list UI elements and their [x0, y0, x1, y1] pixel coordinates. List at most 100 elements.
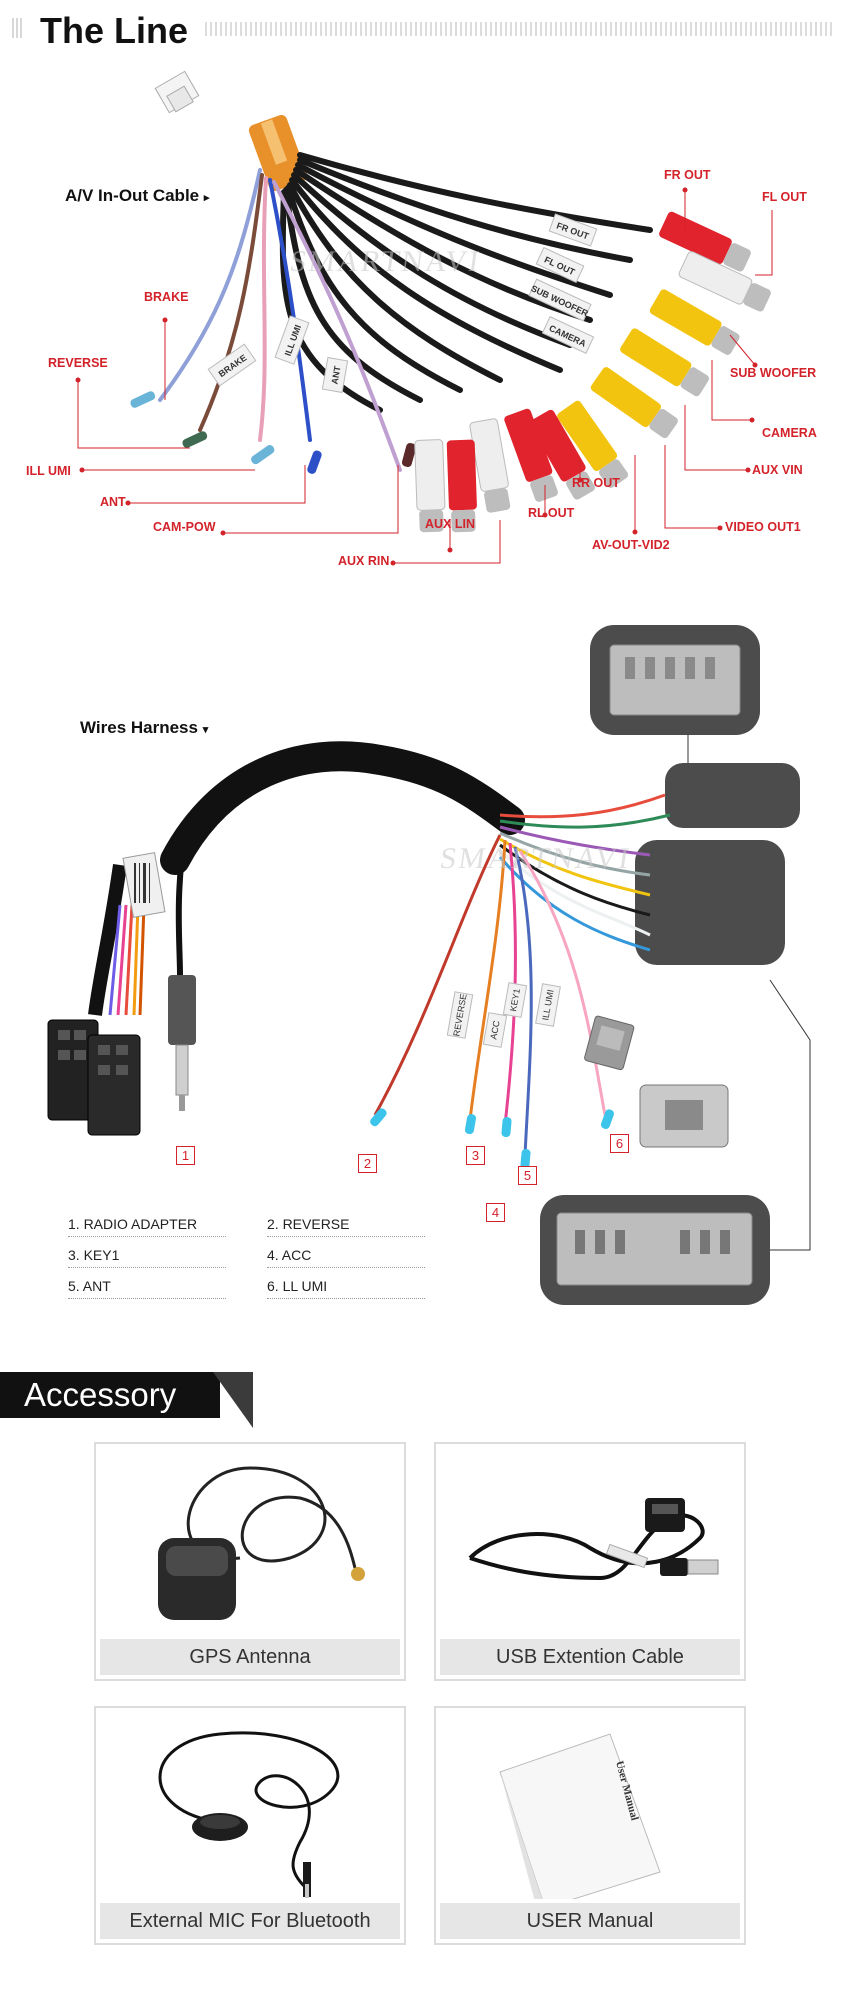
av-connector-plug: [154, 70, 200, 114]
card-caption: USER Manual: [440, 1903, 740, 1939]
leader-auxrin: [393, 520, 501, 564]
tag-reverse: REVERSE: [446, 991, 474, 1039]
av-cable-section-label: A/V In-Out Cable ▸: [65, 186, 210, 205]
number-box-4: 4: [486, 1203, 505, 1222]
rca-fr-out: [659, 211, 751, 272]
ill-tip: [251, 445, 275, 465]
number-box-3: 3: [466, 1146, 485, 1165]
label-ill-umi: ILL UMI: [26, 464, 71, 478]
ant-tip: [307, 450, 322, 474]
rca-rl-out: [469, 418, 511, 513]
tag-acc: ACC: [482, 1012, 508, 1048]
leader-camera: [711, 360, 752, 421]
tag-brake: BRAKE: [207, 343, 257, 387]
label-ant: ANT: [100, 495, 126, 509]
legend-item-1: 1. RADIO ADAPTER: [68, 1216, 226, 1237]
label-aux-rin: AUX RIN: [338, 554, 390, 568]
tag-camera: CAMERA: [541, 316, 595, 354]
leader-ant: [128, 465, 306, 504]
page-title: The Line: [40, 10, 189, 51]
user-manual-image: User Manual: [499, 1733, 661, 1899]
usb-cable-image: [468, 1498, 719, 1581]
legend-item-2: 2. REVERSE: [267, 1216, 425, 1237]
brake-tip: [130, 391, 156, 408]
label-rl-out: RL OUT: [528, 506, 575, 520]
label-cam-pow: CAM-POW: [153, 520, 216, 534]
card-gps-antenna[interactable]: GPS Antenna: [94, 1442, 406, 1681]
label-fl-out: FL OUT: [762, 190, 807, 204]
tip-reverse: [370, 1108, 387, 1127]
iso-connector: [47, 852, 166, 1136]
rca-rr-out: [504, 408, 558, 502]
reverse-wire: [198, 173, 264, 432]
rca-camera: [620, 328, 709, 397]
card-caption: External MIC For Bluetooth: [100, 1903, 400, 1939]
tip-key1: [464, 1114, 477, 1135]
rca-video-out1: [557, 400, 629, 488]
tag-ill: ILL UMI: [535, 983, 561, 1027]
card-caption: GPS Antenna: [100, 1639, 400, 1675]
leader-video1: [664, 445, 720, 529]
number-box-6: 6: [610, 1134, 629, 1153]
label-av-out-vid2: AV-OUT-VID2: [592, 538, 670, 552]
number-box-5: 5: [518, 1166, 537, 1185]
legend-item-4: 4. ACC: [267, 1247, 425, 1268]
card-usb-cable[interactable]: USB Extention Cable: [434, 1442, 746, 1681]
brake-wire: [158, 168, 262, 402]
foam-block-bottom: [635, 840, 785, 965]
card-caption: USB Extention Cable: [440, 1639, 740, 1675]
tag-fr: FR OUT: [548, 213, 598, 247]
harness-section-label: Wires Harness ▾: [80, 718, 209, 737]
number-box-2: 2: [358, 1154, 377, 1173]
svg-text:ACC: ACC: [488, 1019, 501, 1040]
header-rule: [205, 22, 835, 36]
gps-antenna-image: [158, 1466, 365, 1620]
harness-sleeve: [160, 741, 525, 875]
leader-campow: [223, 465, 399, 534]
harness-connector-bottom: [540, 979, 811, 1305]
external-mic-image: [158, 1731, 340, 1898]
tip-acc: [520, 1149, 531, 1170]
label-reverse: REVERSE: [48, 356, 108, 370]
rca-aux-rin: [446, 439, 477, 533]
small-connector-2: [639, 1084, 729, 1148]
watermark: SMARTNAVI: [287, 245, 484, 278]
label-rr-out: RR OUT: [572, 476, 620, 490]
accessory-banner: Accessory: [0, 1372, 220, 1418]
card-user-manual[interactable]: User Manual USER Manual: [434, 1706, 746, 1945]
leader-reverse: [77, 380, 190, 449]
tip-ant: [501, 1117, 512, 1138]
wire-harness-diagram: REVERSE ACC KEY1 ILL UMI: [47, 625, 811, 1305]
harness-connector-top: [590, 625, 760, 765]
av-cable-diagram: BRAKE ILL UMI ANT FR OUT FL OUT SUB WOOF…: [75, 70, 773, 566]
campow-tip: [401, 443, 417, 467]
legend-item-5: 5. ANT: [68, 1278, 226, 1299]
rca-aux-lin: [414, 439, 446, 533]
watermark-2: SMARTNAVI: [437, 842, 634, 875]
label-brake: BRAKE: [144, 290, 189, 304]
leader-auxvin: [684, 405, 748, 471]
label-aux-vin: AUX VIN: [752, 463, 803, 477]
rca-av-out-vid2: [529, 409, 595, 500]
rca-aux-vin: [590, 367, 678, 439]
reverse-tip: [182, 431, 208, 448]
tag-ant: ANT: [321, 356, 349, 394]
tag-ill: ILL UMI: [274, 315, 310, 365]
black-wires: [279, 152, 653, 413]
ill-wire: [258, 176, 268, 442]
card-external-mic[interactable]: External MIC For Bluetooth: [94, 1706, 406, 1945]
label-fr-out: FR OUT: [664, 168, 711, 182]
legend-item-6: 6. LL UMI: [267, 1278, 425, 1299]
foam-block-top: [665, 763, 800, 828]
tip-ill: [600, 1109, 614, 1129]
rca-fl-out: [678, 251, 771, 312]
svg-text:ANT: ANT: [329, 365, 342, 385]
header-decoration: [12, 18, 22, 38]
svg-text:KEY1: KEY1: [508, 988, 522, 1012]
antenna-plug: [168, 834, 196, 1111]
tag-key: KEY1: [502, 982, 528, 1018]
accessory-banner-arrow: [213, 1372, 253, 1428]
leader-fl: [755, 210, 773, 276]
label-sub-woofer: SUB WOOFER: [730, 366, 817, 380]
label-aux-lin: AUX LIN: [425, 517, 475, 531]
